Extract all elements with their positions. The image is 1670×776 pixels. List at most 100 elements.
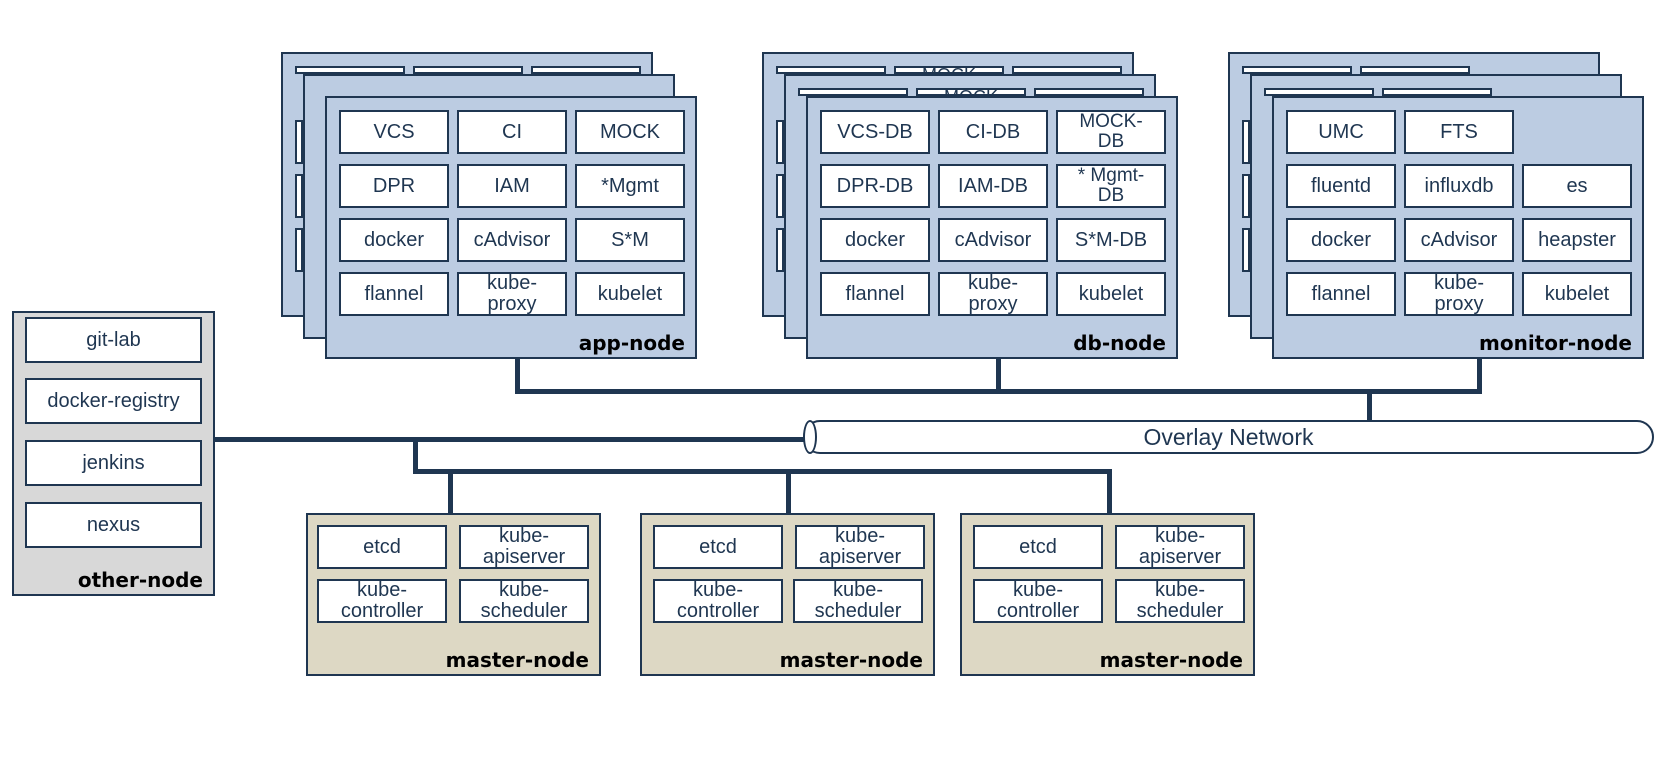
ghost-cell-text: MOCK bbox=[944, 90, 998, 94]
ghost-cell bbox=[1242, 66, 1352, 74]
connector-line bbox=[996, 359, 1001, 393]
db-node: VCS-DB CI-DB MOCK- DB DPR-DB IAM-DB * Mg… bbox=[806, 96, 1178, 359]
overlay-network-end-cap bbox=[803, 420, 817, 454]
service-cell: kube- controller bbox=[973, 579, 1103, 623]
node-label: master-node bbox=[779, 648, 923, 672]
service-cell: kube- controller bbox=[653, 579, 783, 623]
service-cell: fluentd bbox=[1286, 164, 1396, 208]
service-cell: cAdvisor bbox=[1404, 218, 1514, 262]
service-cell: kube- proxy bbox=[457, 272, 567, 316]
app-node: VCS CI MOCK DPR IAM *Mgmt docker cAdviso… bbox=[325, 96, 697, 359]
service-cell: docker-registry bbox=[25, 378, 202, 424]
ghost-cell bbox=[776, 66, 886, 74]
master-node: etcd kube- apiserver kube- controller ku… bbox=[306, 513, 601, 676]
overlay-network-label: Overlay Network bbox=[1143, 423, 1314, 450]
service-cell: UMC bbox=[1286, 110, 1396, 154]
connector-line bbox=[515, 389, 1482, 394]
ghost-cell bbox=[295, 228, 303, 272]
service-cell: S*M-DB bbox=[1056, 218, 1166, 262]
service-cell: kube- proxy bbox=[1404, 272, 1514, 316]
service-cell: kube- apiserver bbox=[795, 525, 925, 569]
service-cell: MOCK bbox=[575, 110, 685, 154]
service-cell: kubelet bbox=[575, 272, 685, 316]
service-cell: etcd bbox=[973, 525, 1103, 569]
service-cell: kube- controller bbox=[317, 579, 447, 623]
service-cell: flannel bbox=[1286, 272, 1396, 316]
master-node: etcd kube- apiserver kube- controller ku… bbox=[960, 513, 1255, 676]
service-cell: IAM bbox=[457, 164, 567, 208]
service-cell: CI bbox=[457, 110, 567, 154]
service-cell: cAdvisor bbox=[457, 218, 567, 262]
ghost-cell-text: MOCK bbox=[922, 68, 976, 72]
service-cell: docker bbox=[1286, 218, 1396, 262]
ghost-cell bbox=[1242, 228, 1250, 272]
node-label: other-node bbox=[77, 568, 203, 592]
node-label: master-node bbox=[1099, 648, 1243, 672]
service-cell: heapster bbox=[1522, 218, 1632, 262]
service-cell: DPR bbox=[339, 164, 449, 208]
service-cell: CI-DB bbox=[938, 110, 1048, 154]
service-cell: DPR-DB bbox=[820, 164, 930, 208]
ghost-cell bbox=[413, 66, 523, 74]
ghost-cell bbox=[531, 66, 641, 74]
service-cell: FTS bbox=[1404, 110, 1514, 154]
ghost-cell bbox=[1382, 88, 1492, 96]
overlay-network: Overlay Network bbox=[803, 420, 1654, 454]
connector-line bbox=[786, 469, 791, 514]
node-label: master-node bbox=[445, 648, 589, 672]
connector-line bbox=[1107, 469, 1112, 514]
service-cell: jenkins bbox=[25, 440, 202, 486]
service-cell: * Mgmt- DB bbox=[1056, 164, 1166, 208]
service-cell: S*M bbox=[575, 218, 685, 262]
service-cell: es bbox=[1522, 164, 1632, 208]
ghost-cell bbox=[798, 88, 908, 96]
ghost-cell bbox=[1264, 88, 1374, 96]
ghost-cell bbox=[295, 66, 405, 74]
service-cell: kube- scheduler bbox=[459, 579, 589, 623]
node-label: monitor-node bbox=[1479, 331, 1632, 355]
connector-line bbox=[515, 359, 520, 393]
ghost-cell: MOCK bbox=[916, 88, 1026, 96]
connector-line bbox=[1477, 359, 1482, 393]
service-cell: kube- apiserver bbox=[459, 525, 589, 569]
service-cell: influxdb bbox=[1404, 164, 1514, 208]
connector-line bbox=[448, 469, 453, 514]
ghost-cell bbox=[1242, 174, 1250, 218]
service-cell: MOCK- DB bbox=[1056, 110, 1166, 154]
other-node: git-lab docker-registry jenkins nexus ot… bbox=[12, 311, 215, 596]
service-cell: docker bbox=[339, 218, 449, 262]
ghost-cell bbox=[776, 120, 784, 164]
service-cell: git-lab bbox=[25, 317, 202, 363]
ghost-cell bbox=[776, 228, 784, 272]
connector-line bbox=[215, 437, 805, 442]
node-label: app-node bbox=[578, 331, 685, 355]
node-label: db-node bbox=[1073, 331, 1166, 355]
service-cell: cAdvisor bbox=[938, 218, 1048, 262]
connector-line bbox=[413, 469, 1112, 474]
service-cell: etcd bbox=[317, 525, 447, 569]
service-cell: flannel bbox=[820, 272, 930, 316]
service-cell: kube- scheduler bbox=[1115, 579, 1245, 623]
ghost-cell: MOCK bbox=[894, 66, 1004, 74]
service-cell: VCS bbox=[339, 110, 449, 154]
ghost-cell bbox=[1242, 120, 1250, 164]
service-cell: nexus bbox=[25, 502, 202, 548]
ghost-cell bbox=[1360, 66, 1470, 74]
ghost-cell bbox=[1012, 66, 1122, 74]
service-cell: etcd bbox=[653, 525, 783, 569]
service-cell: VCS-DB bbox=[820, 110, 930, 154]
connector-line bbox=[1367, 389, 1372, 423]
service-cell: docker bbox=[820, 218, 930, 262]
ghost-cell bbox=[776, 174, 784, 218]
ghost-cell bbox=[1034, 88, 1144, 96]
service-cell: kube- scheduler bbox=[793, 579, 923, 623]
master-node: etcd kube- apiserver kube- controller ku… bbox=[640, 513, 935, 676]
service-cell: kube- apiserver bbox=[1115, 525, 1245, 569]
monitor-node: UMC FTS fluentd influxdb es docker cAdvi… bbox=[1272, 96, 1644, 359]
service-cell: IAM-DB bbox=[938, 164, 1048, 208]
service-cell: kubelet bbox=[1056, 272, 1166, 316]
service-cell: *Mgmt bbox=[575, 164, 685, 208]
ghost-cell bbox=[295, 174, 303, 218]
service-cell: kube- proxy bbox=[938, 272, 1048, 316]
connector-line bbox=[413, 437, 418, 473]
